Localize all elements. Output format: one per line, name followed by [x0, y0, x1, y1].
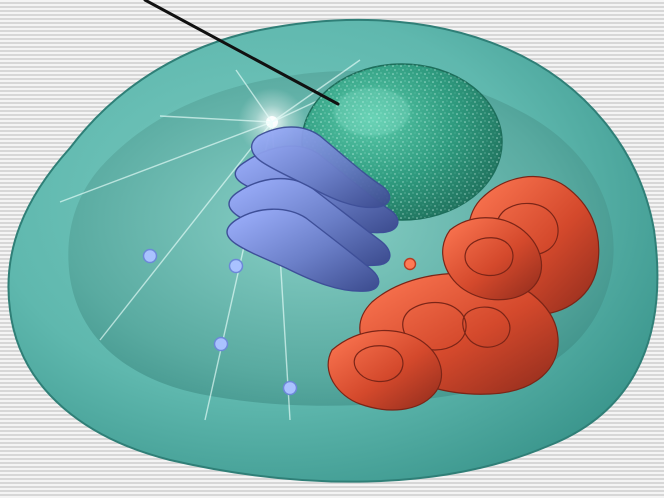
vesicle-icon	[284, 382, 297, 395]
vesicle-icon	[405, 259, 416, 270]
nucleus-highlight	[334, 88, 410, 136]
vesicle-icon	[215, 338, 228, 351]
vesicle-icon	[230, 260, 243, 273]
vesicle-icon	[144, 250, 157, 263]
